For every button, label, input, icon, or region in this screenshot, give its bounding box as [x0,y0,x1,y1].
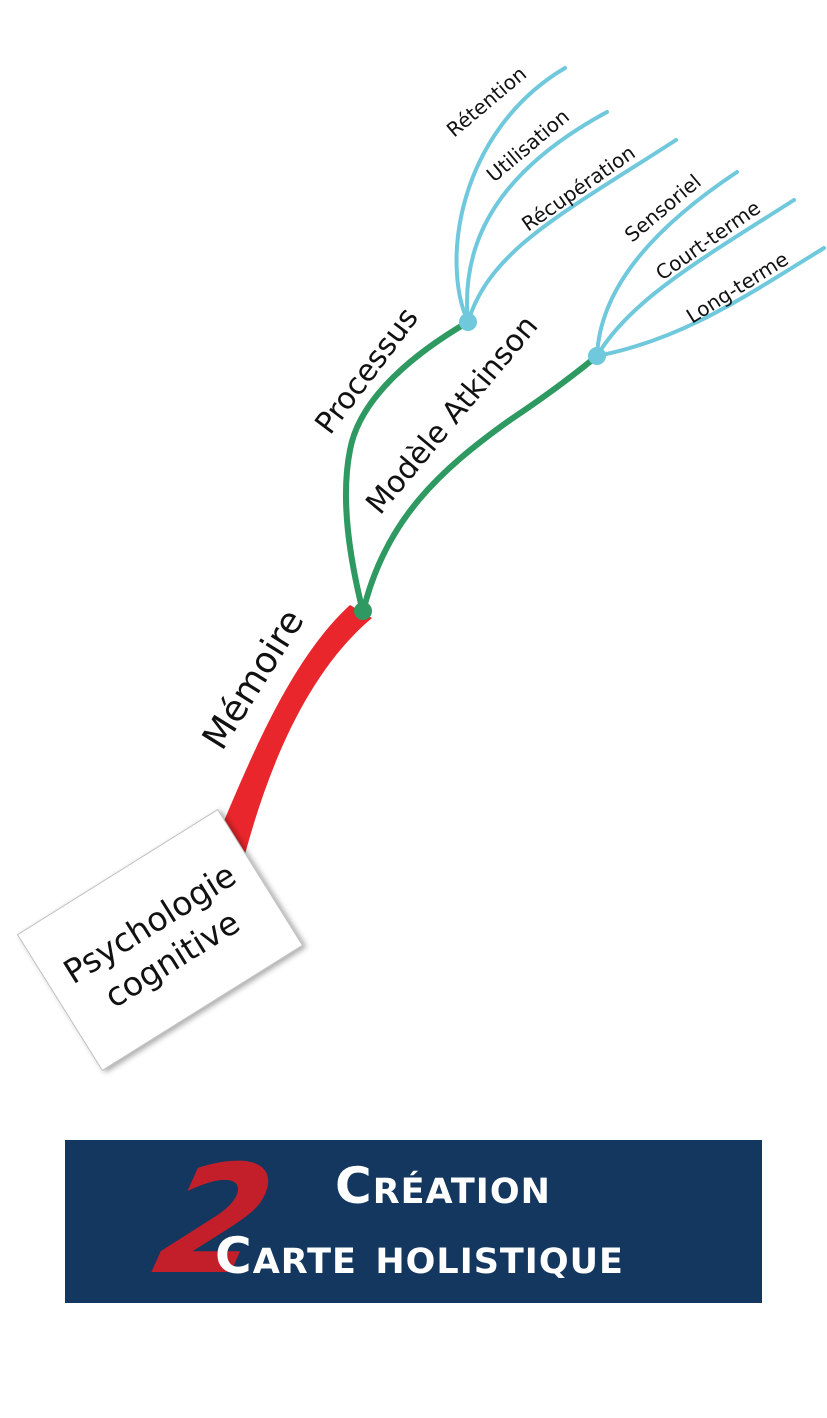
node-processus [459,313,477,331]
branch-memoire-line [218,605,372,858]
leaf-utilisation: Utilisation [482,104,574,187]
branch-processus-line [342,319,471,615]
branch-atkinson-line [360,353,600,615]
title-banner: 2 Création Carte holistique [65,1140,762,1303]
banner-title-line2: Carte holistique [215,1227,624,1285]
atkinson-leaf-lines [595,170,826,358]
banner-title-line1: Création [335,1157,551,1215]
label-processus: Processus [308,301,425,441]
mind-map: Mémoire Processus Modèle Atkinson Rétent… [16,61,826,1072]
node-memoire [354,602,372,620]
leaf-retention: Rétention [442,61,531,141]
root-node: Psychologie cognitive [16,808,304,1072]
node-atkinson [588,347,606,365]
processus-leaf-lines [454,66,678,324]
root-card [16,808,304,1072]
